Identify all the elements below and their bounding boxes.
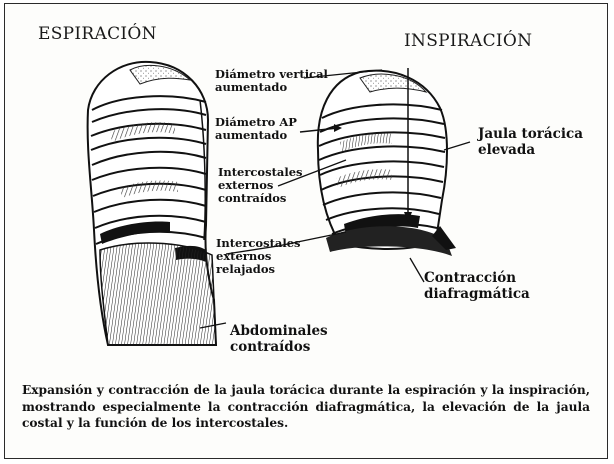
label-intercostals-contracted: Intercostales externos contraídos xyxy=(218,166,303,205)
label-ribcage-elevated: Jaula torácica elevada xyxy=(478,126,583,158)
figure-caption: Expansión y contracción de la jaula torá… xyxy=(22,382,590,432)
label-ap-diameter: Diámetro AP aumentado xyxy=(215,116,297,142)
inspiration-ribcage xyxy=(300,68,456,256)
label-vertical-diameter: Diámetro vertical aumentado xyxy=(215,68,328,94)
expiration-ribcage xyxy=(88,62,216,345)
label-diaphragm-contraction: Contracción diafragmática xyxy=(424,270,530,302)
label-abdominals: Abdominales contraídos xyxy=(230,323,328,355)
label-intercostals-relaxed: Intercostales externos relajados xyxy=(216,237,301,276)
